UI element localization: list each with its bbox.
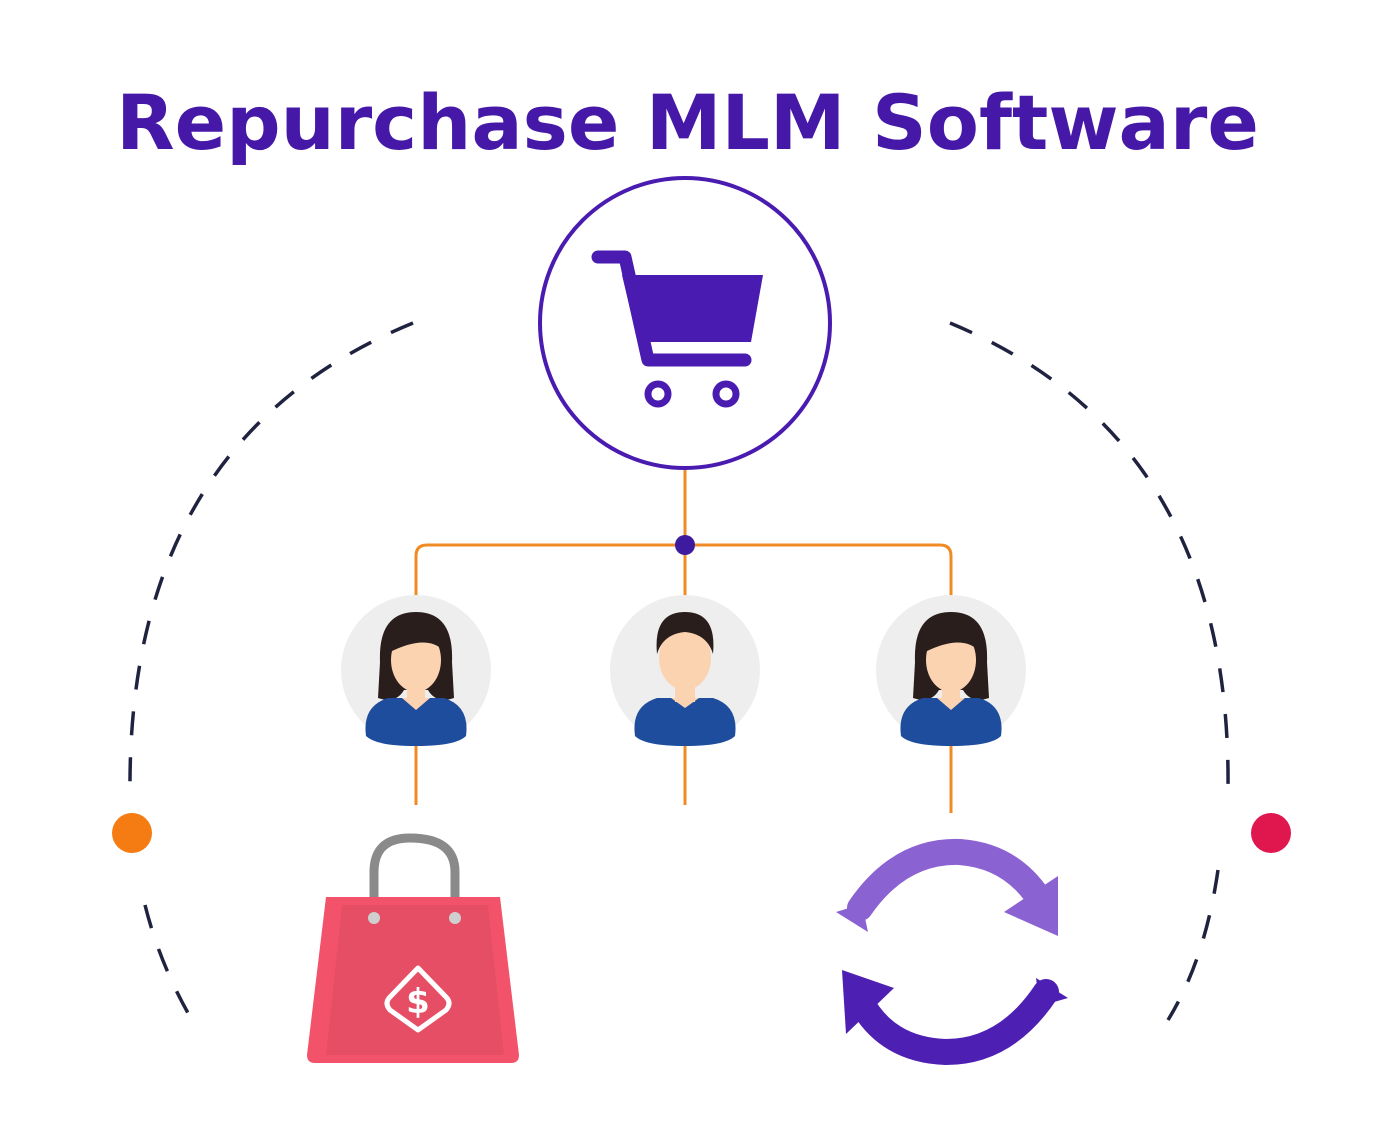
left-accent-dot (112, 813, 152, 853)
left-dashed-arc-lower (143, 904, 194, 1021)
shopping-bag-icon: $ (307, 833, 519, 1063)
member-man-center (610, 595, 760, 746)
refresh-arrows-icon (836, 838, 1068, 1066)
right-dashed-arc (949, 321, 1230, 791)
member-woman-right (876, 595, 1026, 746)
left-dashed-arc (128, 321, 414, 791)
svg-text:$: $ (406, 982, 430, 1022)
woman-avatar-icon (900, 612, 1002, 746)
cart-node (538, 176, 832, 470)
man-avatar-icon (634, 612, 736, 746)
hub-dot (675, 535, 695, 555)
member-woman-left (341, 595, 491, 746)
woman-avatar-icon (365, 612, 467, 746)
dollar-icon (384, 965, 452, 1033)
shopping-cart-icon (591, 250, 763, 408)
right-accent-dot (1251, 813, 1291, 853)
right-dashed-arc-lower (1166, 869, 1220, 1021)
page-title: Repurchase MLM Software (116, 77, 1259, 167)
